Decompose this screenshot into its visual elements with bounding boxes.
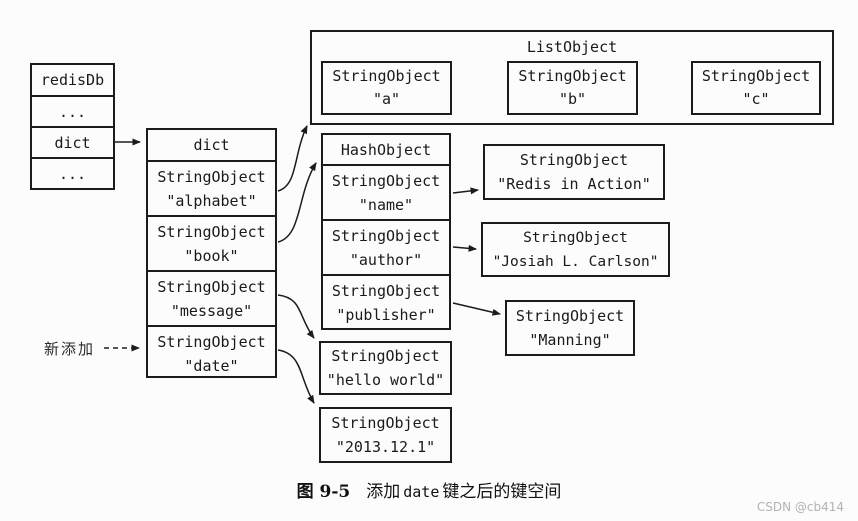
object-type-label: StringObject <box>331 171 441 190</box>
hashobject-table: HashObject StringObject "name" StringObj… <box>321 133 451 330</box>
object-type-label: StringObject <box>519 151 629 169</box>
listobject-item-a: StringObject "a" <box>321 61 452 115</box>
object-type-label: StringObject <box>518 67 627 85</box>
arrow-author-to-value <box>452 244 477 252</box>
arrow-alphabet-to-listobject <box>277 125 308 192</box>
listobject-item-c: StringObject "c" <box>691 61 821 115</box>
object-value-label: "book" <box>184 246 239 265</box>
object-value-label: "Josiah L. Carlson" <box>492 253 659 270</box>
dict-row-book: StringObject "book" <box>148 215 275 270</box>
object-type-label: StringObject <box>515 307 625 325</box>
object-type-label: StringObject <box>157 222 266 241</box>
dict-table: dict StringObject "alphabet" StringObjec… <box>146 128 277 378</box>
object-type-label: StringObject <box>157 167 266 186</box>
object-value-label: "a" <box>372 90 401 108</box>
dict-row-message: StringObject "message" <box>148 270 275 325</box>
value-box-josiah-carlson: StringObject "Josiah L. Carlson" <box>481 222 670 277</box>
dict-row-date: StringObject "date" <box>148 325 275 380</box>
arrow-date-to-datevalue <box>277 349 315 404</box>
arrow-book-to-hashobject <box>277 162 317 243</box>
hash-row-name: StringObject "name" <box>323 164 449 219</box>
object-type-label: StringObject <box>157 332 266 351</box>
object-type-label: StringObject <box>331 347 440 365</box>
object-type-label: StringObject <box>701 67 811 85</box>
object-type-label: StringObject <box>331 414 440 432</box>
object-value-label: "alphabet" <box>166 191 257 210</box>
redisdb-row-dict: dict <box>32 126 113 157</box>
redisdb-table: redisDb ... dict ... <box>30 63 115 190</box>
dict-row-alphabet: StringObject "alphabet" <box>148 160 275 215</box>
hash-row-publisher: StringObject "publisher" <box>323 274 449 330</box>
caption-text-after: 键之后的键空间 <box>442 482 562 502</box>
object-value-label: "message" <box>170 301 253 320</box>
object-value-label: "publisher" <box>336 306 436 324</box>
object-type-label: StringObject <box>157 277 266 296</box>
object-value-label: "hello world" <box>326 371 445 389</box>
object-value-label: "Manning" <box>529 331 611 349</box>
value-box-hello-world: StringObject "hello world" <box>319 341 452 395</box>
arrow-message-to-helloworld <box>277 294 315 339</box>
object-value-label: "author" <box>349 250 423 269</box>
object-value-label: "b" <box>558 90 587 108</box>
redisdb-row-ellipsis-1: ... <box>32 95 113 126</box>
object-value-label: "name" <box>358 195 414 214</box>
arrow-publisher-to-value <box>452 302 501 316</box>
listobject-item-b: StringObject "b" <box>507 61 638 115</box>
caption-code-date: date <box>403 483 440 501</box>
caption-text-before: 添加 <box>366 482 401 502</box>
new-added-annotation: 新添加 <box>44 340 96 358</box>
figure-number: 图 9-5 <box>296 482 351 502</box>
hash-row-author: StringObject "author" <box>323 219 449 274</box>
object-value-label: "c" <box>742 90 770 108</box>
listobject-container: ListObject StringObject "a" StringObject… <box>310 30 834 125</box>
value-box-redis-in-action: StringObject "Redis in Action" <box>483 144 665 200</box>
object-value-label: "date" <box>184 356 239 375</box>
dict-table-header: dict <box>193 136 230 154</box>
arrow-name-to-value <box>452 187 479 195</box>
csdn-watermark: CSDN @cb414 <box>756 500 844 514</box>
redisdb-row-title: redisDb <box>40 71 105 89</box>
value-box-manning: StringObject "Manning" <box>505 300 635 356</box>
value-box-date: StringObject "2013.12.1" <box>319 407 452 463</box>
object-value-label: "Redis in Action" <box>497 175 651 193</box>
object-value-label: "2013.12.1" <box>335 438 436 456</box>
object-type-label: StringObject <box>331 226 441 245</box>
object-type-label: StringObject <box>331 282 441 300</box>
redisdb-row-ellipsis-2: ... <box>32 157 113 188</box>
object-type-label: StringObject <box>332 67 441 85</box>
hashobject-header: HashObject <box>340 140 432 159</box>
object-type-label: StringObject <box>523 229 628 246</box>
listobject-title: ListObject <box>526 38 618 56</box>
